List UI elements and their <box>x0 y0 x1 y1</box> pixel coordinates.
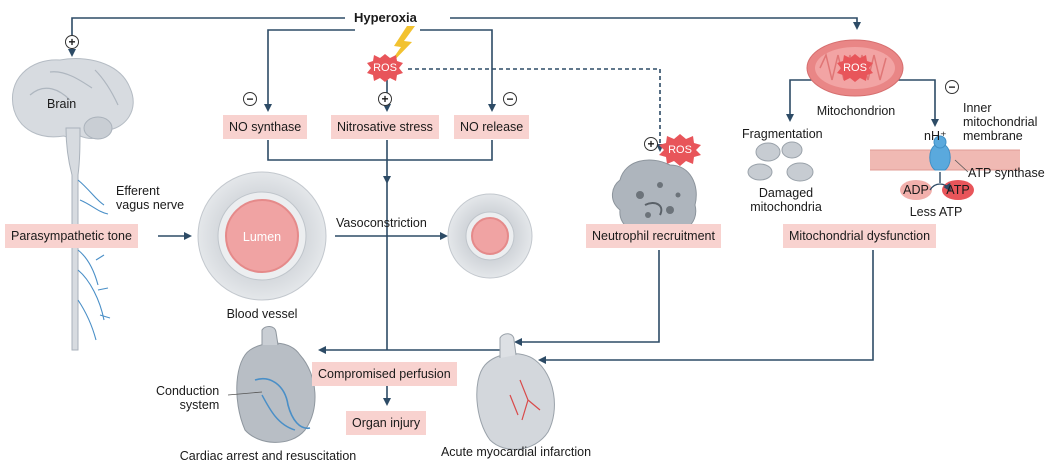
heart-cardiac-arrest-illustration <box>227 326 316 443</box>
minus-sign-icon: − <box>503 92 517 106</box>
hyperoxia-title: Hyperoxia <box>354 10 417 25</box>
lumen-label: Lumen <box>242 230 282 244</box>
no-synthase-box: NO synthase <box>223 115 308 139</box>
minus-sign-icon: − <box>243 92 257 106</box>
ros-burst-icon <box>367 54 403 82</box>
inner-membrane-illustration <box>870 135 1020 200</box>
nitrosative-stress-box: Nitrosative stress <box>331 115 439 139</box>
blood-vessel-large <box>197 171 327 301</box>
damaged-mitochondria-label: Damaged mitochondria <box>750 186 822 214</box>
efferent-vagus-label: Efferent vagus nerve <box>116 184 185 212</box>
arrow-to-no-release <box>420 29 496 112</box>
minus-sign-icon: − <box>945 80 959 94</box>
arrow-to-brain <box>68 17 345 57</box>
inner-membrane-label: Inner mitochondrial membrane <box>963 101 1038 143</box>
mitochondrial-dysfunction-box: Mitochondrial dysfunction <box>783 224 937 248</box>
cardiac-arrest-label: Cardiac arrest and resuscitation <box>179 449 357 463</box>
conduction-system-label: Conduction system <box>156 384 220 412</box>
plus-sign-icon: + <box>65 35 79 49</box>
acute-mi-label: Acute myocardial infarction <box>440 445 592 459</box>
no-release-box: NO release <box>454 115 530 139</box>
less-atp-label: Less ATP <box>909 205 963 219</box>
plus-sign-icon: + <box>644 137 658 151</box>
ros-burst-icon <box>659 134 701 166</box>
blood-vessel-constricted <box>447 193 533 279</box>
atp-synthase-label: ATP synthase <box>968 166 1045 180</box>
blood-vessel-label: Blood vessel <box>226 307 298 321</box>
heart-infarction-illustration <box>476 333 555 450</box>
organ-injury-box: Organ injury <box>346 411 427 435</box>
vagus-nerve-illustration <box>77 179 111 341</box>
fragmentation-label: Fragmentation <box>742 127 823 141</box>
neutrophil-recruitment-box: Neutrophil recruitment <box>586 224 721 248</box>
ros-to-neutrophil-dashed <box>408 68 664 152</box>
adp-label: ADP <box>903 183 929 197</box>
damaged-mitochondria-illustration <box>747 141 814 182</box>
arrow-to-mitochondrion <box>450 17 861 30</box>
ros-label: ROS <box>668 144 692 156</box>
ros-label: ROS <box>373 62 397 74</box>
arrow-to-no-synthase <box>264 29 355 112</box>
vasoconstriction-label: Vasoconstriction <box>336 216 427 230</box>
atp-label: ATP <box>946 183 970 197</box>
ros-label: ROS <box>843 62 867 74</box>
plus-sign-icon: + <box>378 92 392 106</box>
mitochondrion-label: Mitochondrion <box>816 104 896 118</box>
brain-label: Brain <box>47 97 77 111</box>
parasympathetic-tone-box: Parasympathetic tone <box>5 224 138 248</box>
nh-label: nH⁺ <box>924 129 947 143</box>
compromised-perfusion-box: Compromised perfusion <box>312 362 457 386</box>
